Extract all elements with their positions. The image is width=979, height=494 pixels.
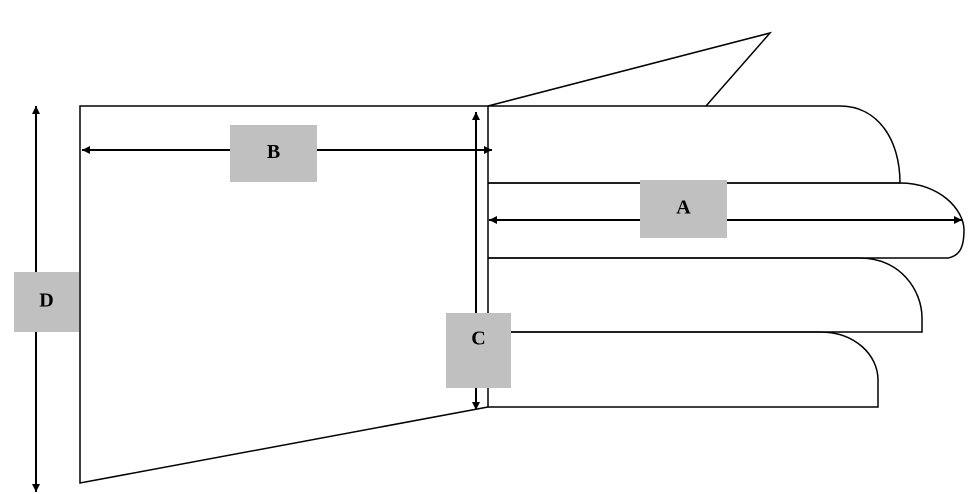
thumb-outline — [487, 31, 773, 107]
finger-ring-outline — [488, 257, 923, 333]
label-d-text: D — [39, 290, 53, 312]
label-c: C — [446, 313, 511, 388]
label-a-text: A — [676, 197, 691, 219]
finger-middle-outline — [488, 182, 965, 259]
label-b: B — [230, 125, 317, 182]
label-a-box — [640, 180, 727, 238]
label-c-box — [446, 313, 511, 388]
label-a: A — [640, 180, 727, 238]
label-b-text: B — [267, 141, 280, 163]
label-d: D — [14, 272, 79, 332]
label-c-text: C — [471, 328, 485, 350]
label-d-box — [14, 272, 79, 332]
finger-little-outline — [488, 331, 879, 408]
finger-index-outline — [488, 105, 901, 184]
label-b-box — [230, 125, 317, 182]
